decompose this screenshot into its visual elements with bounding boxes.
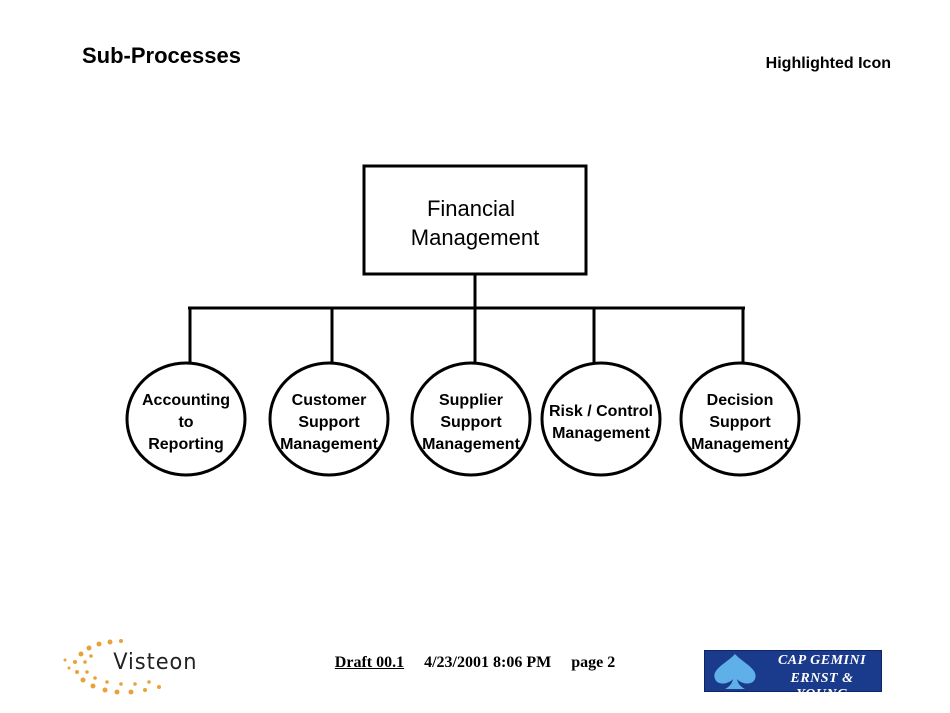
logo-text-line1: CAP GEMINI xyxy=(777,653,867,668)
footer: Draft 00.1 4/23/2001 8:06 PM page 2 xyxy=(0,654,950,672)
logo-text-line2: ERNST & YOUNG xyxy=(790,671,854,702)
footer-datetime: 4/23/2001 8:06 PM xyxy=(424,654,552,671)
cap-gemini-ernst-young-logo: CAP GEMINI ERNST & YOUNG xyxy=(704,650,882,702)
child-label: Support xyxy=(298,414,360,431)
child-label: Customer xyxy=(292,392,367,409)
root-node-box[interactable] xyxy=(362,164,588,276)
child-node-customer-support[interactable] xyxy=(268,361,390,477)
child-label: Risk / Control xyxy=(549,403,653,420)
visteon-logo: Visteon xyxy=(55,632,205,698)
visteon-swirl-icon xyxy=(63,639,161,695)
root-node-label-line2: Management xyxy=(411,225,539,250)
child-label: Support xyxy=(440,414,502,431)
child-node-accounting[interactable] xyxy=(125,361,247,477)
child-label: Management xyxy=(552,425,650,442)
root-node-label-line1: Financial xyxy=(427,196,515,221)
child-label: Decision xyxy=(707,392,774,409)
page-number: page 2 xyxy=(571,654,616,671)
child-label: Supplier xyxy=(439,392,503,409)
page-title: Sub-Processes xyxy=(82,43,241,68)
child-node-risk-control[interactable] xyxy=(540,361,662,477)
spade-icon xyxy=(714,654,756,689)
visteon-wordmark: Visteon xyxy=(113,650,198,675)
child-label: to xyxy=(178,414,193,431)
child-label: Accounting xyxy=(142,392,230,409)
child-label: Reporting xyxy=(148,436,224,453)
child-node-decision-support[interactable] xyxy=(679,361,801,477)
child-label: Management xyxy=(422,436,520,453)
child-label: Management xyxy=(691,436,789,453)
child-label: Management xyxy=(280,436,378,453)
child-node-supplier-support[interactable] xyxy=(410,361,532,477)
draft-version: Draft 00.1 xyxy=(334,654,405,671)
child-label: Support xyxy=(709,414,771,431)
highlighted-icon-label: Highlighted Icon xyxy=(765,55,891,72)
